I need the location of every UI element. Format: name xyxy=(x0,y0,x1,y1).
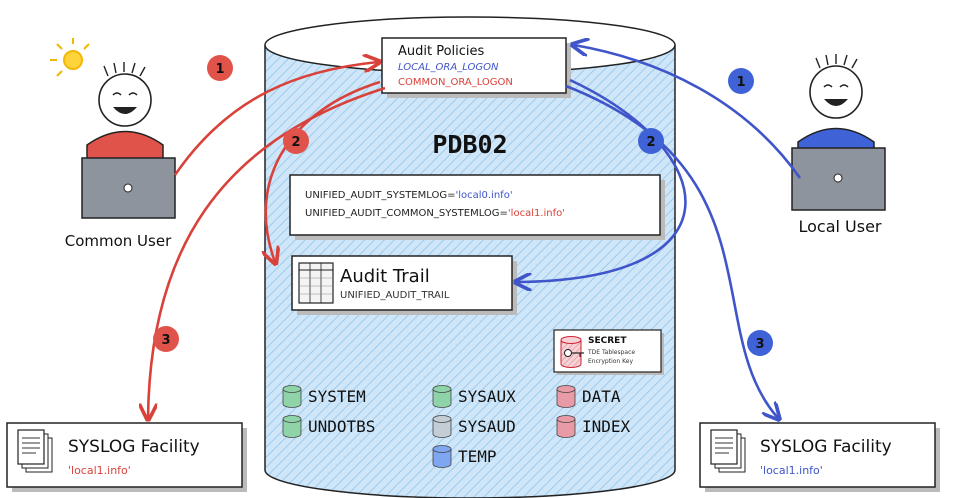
tablespace-label: SYSAUX xyxy=(458,387,516,406)
local-user: Local User xyxy=(791,54,886,236)
tablespace-label: DATA xyxy=(582,387,621,406)
key-icon xyxy=(564,349,584,357)
common-policy-label: COMMON_ORA_LOGON xyxy=(398,77,513,88)
local-policy-label: LOCAL_ORA_LOGON xyxy=(398,62,499,73)
syslog-right-facility: 'local1.info' xyxy=(760,464,823,477)
audit-trail-subtitle: UNIFIED_AUDIT_TRAIL xyxy=(340,290,450,301)
syslog-left-box: SYSLOG Facility 'local1.info' xyxy=(6,422,247,492)
tablespace-label: SYSTEM xyxy=(308,387,366,406)
syslog-left-facility: 'local1.info' xyxy=(68,464,131,477)
red-arrow-2 xyxy=(266,80,381,262)
syslog-left-title: SYSLOG Facility xyxy=(68,437,200,457)
laptop-icon xyxy=(791,147,886,211)
audit-trail-box: Audit Trail UNIFIED_AUDIT_TRAIL xyxy=(291,255,517,315)
svg-text:2: 2 xyxy=(646,135,655,150)
tablespace-label: UNDOTBS xyxy=(308,417,375,436)
svg-text:3: 3 xyxy=(755,337,764,352)
laptop-icon xyxy=(81,157,176,219)
svg-text:3: 3 xyxy=(161,333,170,348)
step-badge-blue-1: 1 xyxy=(728,68,754,94)
local-user-head xyxy=(809,65,863,119)
common-user-head xyxy=(98,73,152,127)
step-badge-red-2: 2 xyxy=(283,128,309,154)
document-stack-icon xyxy=(710,429,746,473)
parameters-box: UNIFIED_AUDIT_SYSTEMLOG='local0.info' UN… xyxy=(289,174,665,240)
tablespace-label: TEMP xyxy=(458,447,497,466)
tablespace-temp: TEMP xyxy=(432,445,497,468)
table-icon xyxy=(298,262,334,304)
red-arrow-3 xyxy=(148,86,386,418)
tablespace-label: INDEX xyxy=(582,417,631,436)
param-line-2: UNIFIED_AUDIT_COMMON_SYSTEMLOG='local1.i… xyxy=(305,208,565,219)
secret-box: SECRET TDE Tablespace Encryption Key xyxy=(553,329,664,375)
tablespace-data: DATA xyxy=(556,385,621,408)
svg-text:2: 2 xyxy=(291,135,300,150)
common-user: Common User xyxy=(50,38,176,250)
syslog-right-title: SYSLOG Facility xyxy=(760,437,892,457)
svg-text:1: 1 xyxy=(736,75,745,90)
local-user-label: Local User xyxy=(798,217,881,236)
blue-arrow-1 xyxy=(574,45,802,179)
red-arrow-1 xyxy=(173,62,378,176)
step-badge-red-1: 1 xyxy=(207,55,233,81)
tablespace-sysaux: SYSAUX xyxy=(432,385,516,408)
common-user-flow-arrows xyxy=(148,62,386,418)
common-user-label: Common User xyxy=(65,232,172,250)
audit-policies-title: Audit Policies xyxy=(398,44,485,59)
step-badge-blue-3: 3 xyxy=(747,330,773,356)
document-stack-icon xyxy=(17,429,53,473)
sun-icon xyxy=(50,38,90,77)
step-badge-red-3: 3 xyxy=(153,326,179,352)
secret-title: SECRET xyxy=(588,336,627,346)
tablespace-system: SYSTEM xyxy=(282,385,366,408)
tablespace-undotbs: UNDOTBS xyxy=(282,415,375,438)
syslog-right-box: SYSLOG Facility 'local1.info' xyxy=(699,422,940,492)
tablespace-index: INDEX xyxy=(556,415,631,438)
secret-line-2: Encryption Key xyxy=(588,358,633,365)
secret-line-1: TDE Tablespace xyxy=(587,349,635,356)
audit-trail-title: Audit Trail xyxy=(340,266,430,287)
tablespace-label: SYSAUD xyxy=(458,417,516,436)
step-badge-blue-2: 2 xyxy=(638,128,664,154)
tablespace-sysaud: SYSAUD xyxy=(432,415,516,438)
svg-text:1: 1 xyxy=(215,62,224,77)
param-line-1: UNIFIED_AUDIT_SYSTEMLOG='local0.info' xyxy=(305,190,513,201)
pdb-name: PDB02 xyxy=(432,130,507,159)
blue-arrow-2 xyxy=(517,78,687,282)
audit-policies-box: Audit Policies LOCAL_ORA_LOGON COMMON_OR… xyxy=(381,37,571,98)
blue-arrow-3 xyxy=(565,84,778,418)
local-user-flow-arrows xyxy=(517,45,802,418)
tablespaces-group: SYSTEM UNDOTBS SYSAUX SYSAUD TEMP DATA INDEX xyxy=(282,385,631,468)
